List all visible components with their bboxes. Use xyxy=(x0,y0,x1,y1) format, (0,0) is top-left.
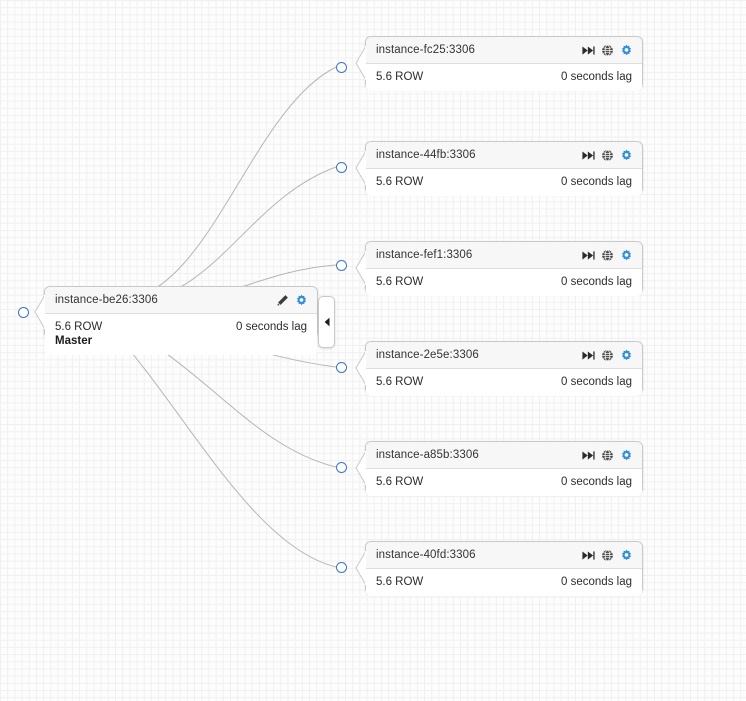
fast-forward-icon[interactable] xyxy=(582,350,595,361)
replica-input-port[interactable] xyxy=(336,62,347,73)
node-lag: 0 seconds lag xyxy=(561,176,632,188)
node-header-icons xyxy=(582,549,633,562)
node-header-icons xyxy=(582,249,633,262)
node-title: instance-40fd:3306 xyxy=(376,549,476,561)
node-title: instance-fef1:3306 xyxy=(376,249,473,261)
node-lag: 0 seconds lag xyxy=(561,576,632,588)
node-lag: 0 seconds lag xyxy=(561,276,632,288)
node-body: 5.6 ROW 0 seconds lag xyxy=(366,269,642,296)
node-tail-notch xyxy=(355,450,366,485)
node-header: instance-44fb:3306 xyxy=(366,142,642,169)
replica-input-port[interactable] xyxy=(336,162,347,173)
replica-input-port[interactable] xyxy=(336,562,347,573)
node-lag: 0 seconds lag xyxy=(236,321,307,333)
node-replica-5[interactable]: instance-40fd:3306 xyxy=(355,541,643,596)
gear-icon[interactable] xyxy=(620,349,633,362)
node-title: instance-fc25:3306 xyxy=(376,44,475,56)
node-version-format: 5.6 ROW xyxy=(376,71,424,83)
globe-icon[interactable] xyxy=(601,149,614,162)
chevron-left-icon xyxy=(324,317,329,327)
edit-pencil-icon[interactable] xyxy=(276,294,289,307)
node-header: instance-fef1:3306 xyxy=(366,242,642,269)
node-version-format: 5.6 ROW xyxy=(376,376,424,388)
node-header-icons xyxy=(276,294,308,307)
collapse-panel-tab[interactable] xyxy=(318,296,335,348)
node-lag: 0 seconds lag xyxy=(561,476,632,488)
node-tail-notch xyxy=(34,295,45,329)
node-lag: 0 seconds lag xyxy=(561,376,632,388)
globe-icon[interactable] xyxy=(601,549,614,562)
node-replica-3[interactable]: instance-2e5e:3306 xyxy=(355,341,643,396)
node-title: instance-2e5e:3306 xyxy=(376,349,479,361)
node-header: instance-fc25:3306 xyxy=(366,37,642,64)
node-version-format: 5.6 ROW xyxy=(376,176,424,188)
node-version-format: 5.6 ROW xyxy=(376,276,424,288)
node-body: 5.6 ROW 0 seconds lag xyxy=(366,369,642,396)
node-version-format: 5.6 ROW xyxy=(376,576,424,588)
gear-icon[interactable] xyxy=(620,449,633,462)
gear-icon[interactable] xyxy=(620,249,633,262)
replica-input-port[interactable] xyxy=(336,362,347,373)
master-input-port[interactable] xyxy=(18,307,29,318)
globe-icon[interactable] xyxy=(601,449,614,462)
node-version-format: 5.6 ROW Master xyxy=(55,321,103,347)
gear-icon[interactable] xyxy=(620,149,633,162)
node-tail-notch xyxy=(355,150,366,185)
node-role-label: Master xyxy=(55,335,93,347)
node-body: 5.6 ROW Master 0 seconds lag xyxy=(45,314,317,355)
node-tail-notch xyxy=(355,550,366,585)
node-tail-notch xyxy=(355,350,366,385)
replica-input-port[interactable] xyxy=(336,462,347,473)
node-replica-0[interactable]: instance-fc25:3306 xyxy=(355,36,643,91)
fast-forward-icon[interactable] xyxy=(582,250,595,261)
globe-icon[interactable] xyxy=(601,349,614,362)
gear-icon[interactable] xyxy=(620,44,633,57)
replication-edge xyxy=(107,325,337,568)
node-body: 5.6 ROW 0 seconds lag xyxy=(366,169,642,196)
node-body: 5.6 ROW 0 seconds lag xyxy=(366,569,642,596)
node-replica-2[interactable]: instance-fef1:3306 xyxy=(355,241,643,296)
node-version-format: 5.6 ROW xyxy=(376,476,424,488)
node-title: instance-be26:3306 xyxy=(55,294,158,306)
replication-edge xyxy=(119,66,337,301)
node-header: instance-2e5e:3306 xyxy=(366,342,642,369)
node-master[interactable]: instance-be26:3306 5.6 ROW xyxy=(34,286,318,355)
node-header-icons xyxy=(582,44,633,57)
fast-forward-icon[interactable] xyxy=(582,45,595,56)
node-header-icons xyxy=(582,449,633,462)
node-body: 5.6 ROW 0 seconds lag xyxy=(366,64,642,91)
node-lag: 0 seconds lag xyxy=(561,71,632,83)
gear-icon[interactable] xyxy=(295,294,308,307)
node-title: instance-a85b:3306 xyxy=(376,449,479,461)
fast-forward-icon[interactable] xyxy=(582,550,595,561)
fast-forward-icon[interactable] xyxy=(582,150,595,161)
fast-forward-icon[interactable] xyxy=(582,450,595,461)
replication-edge xyxy=(117,166,337,305)
node-replica-4[interactable]: instance-a85b:3306 xyxy=(355,441,643,496)
globe-icon[interactable] xyxy=(601,44,614,57)
node-tail-notch xyxy=(355,45,366,80)
node-header-icons xyxy=(582,349,633,362)
gear-icon[interactable] xyxy=(620,549,633,562)
node-header: instance-40fd:3306 xyxy=(366,542,642,569)
node-replica-1[interactable]: instance-44fb:3306 xyxy=(355,141,643,196)
node-title: instance-44fb:3306 xyxy=(376,149,476,161)
globe-icon[interactable] xyxy=(601,249,614,262)
node-tail-notch xyxy=(355,250,366,285)
replica-input-port[interactable] xyxy=(336,260,347,271)
node-header: instance-a85b:3306 xyxy=(366,442,642,469)
node-body: 5.6 ROW 0 seconds lag xyxy=(366,469,642,496)
node-header-icons xyxy=(582,149,633,162)
node-header: instance-be26:3306 xyxy=(45,287,317,314)
